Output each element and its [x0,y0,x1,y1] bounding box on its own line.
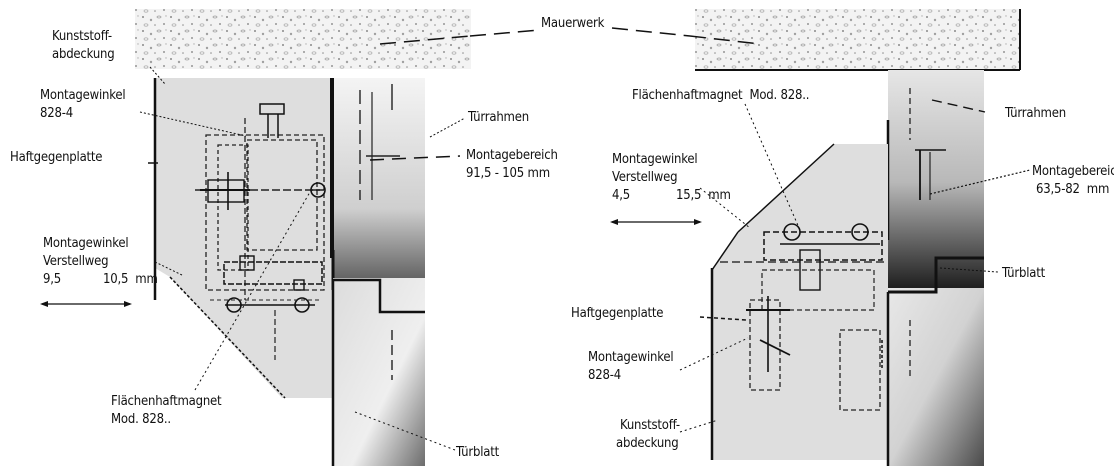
left-masonry [135,9,471,69]
right-door-frame-label: Türrahmen [1005,106,1066,121]
left-door-frame [333,78,425,316]
right-bracket-label-line1: Montagewinkel [588,350,674,365]
left-counter-plate-label: Haftgegenplatte [10,150,103,165]
right-adjustment-min: 4,5 [612,188,630,203]
right-mounting-range-label-line1: Montagebereich [1032,164,1114,179]
left-adjustment-label-line1: Montagewinkel [43,236,129,251]
right-adjustment-label-line1: Montagewinkel [612,152,698,167]
left-door-frame-label: Türrahmen [468,110,529,125]
left-mounting-range-label-line2: 91,5 - 105 mm [466,166,550,181]
right-adjustment-label-line2: Verstellweg [612,170,678,185]
right-cover [712,144,888,460]
right-bracket-label-line2: 828-4 [588,368,621,383]
right-diagram [610,9,1031,466]
masonry-label: Mauerwerk [541,16,605,31]
left-magnet-label-line2: Mod. 828.. [111,412,171,427]
right-door-leaf-label: Türblatt [1002,266,1045,281]
left-cover [155,78,333,398]
left-cover-label-line2: abdeckung [52,47,115,62]
left-door-leaf-label: Türblatt [456,445,499,460]
right-door-leaf [888,288,984,466]
left-cover-label-line1: Kunststoff- [52,29,112,44]
right-adjustment-max: 15,5 mm [676,188,731,203]
right-masonry [695,9,1020,69]
right-cover-label-line2: abdeckung [616,436,679,451]
left-bracket-label-line1: Montagewinkel [40,88,126,103]
right-counter-plate-label: Haftgegenplatte [571,306,664,321]
right-mounting-range-label-line2: 63,5-82 mm [1036,182,1110,197]
left-bracket-label-line2: 828-4 [40,106,73,121]
left-adjustment-max: 10,5 mm [103,272,158,287]
left-adjustment-label-line2: Verstellweg [43,254,109,269]
left-diagram [40,9,541,466]
left-magnet-label-line1: Flächenhaftmagnet [111,394,222,409]
right-cover-label-line1: Kunststoff- [620,418,680,433]
left-adjustment-min: 9,5 [43,272,61,287]
left-mounting-range-label-line1: Montagebereich [466,148,558,163]
right-magnet-label: Flächenhaftmagnet Mod. 828.. [632,88,810,103]
